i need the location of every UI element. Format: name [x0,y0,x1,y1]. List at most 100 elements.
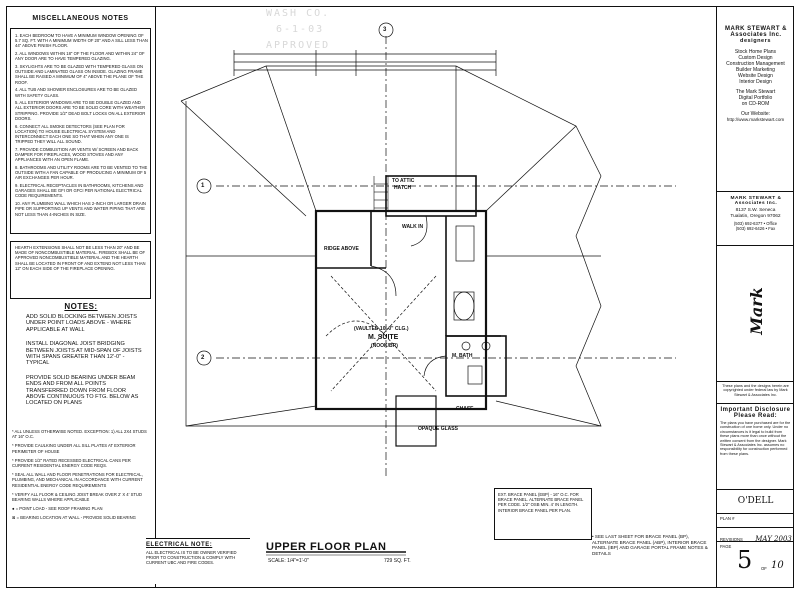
brace-panel-box: EXT. BRACE PANEL (EBP) - 16" O.C. FOR BR… [494,488,592,540]
page-of-label: OF [761,566,767,571]
room-suite-floor: (NOOK/BR) [371,343,398,349]
lower-note-item: ● = Point load - see roof framing plan [12,506,103,512]
phone-line: (503) 692-6426 • Fax [735,226,776,232]
service-item: Custom Design [738,55,773,61]
service-item: Interior Design [739,79,772,85]
service-item: Website Design [738,73,773,79]
title-underline [266,551,406,556]
drawing-sheet [6,6,794,588]
grid-bubble-2: 2 [201,355,205,361]
misc-note-item: 9. Electrical receptacles in bathrooms, … [15,183,144,199]
grid-bubble-3: 3 [383,27,387,33]
page-number: 5 [737,546,753,574]
designer-signature: Mark Stewart [747,287,766,335]
note-item: Add solid blocking between joists under … [26,314,137,333]
lower-note-item: * Provide caulking under all sill plates… [12,443,136,454]
grid-bubble-1: 1 [201,183,205,189]
notes-list: Add solid blocking between joists under … [26,314,146,415]
copyright-block: These plans and the designs herein are c… [717,382,794,404]
plan-number-label: PLAN # [720,516,735,521]
showcase-line: Digital Portfolio [738,95,773,101]
plan-title: UPPER FLOOR PLAN [266,541,387,553]
misc-notes-list: 1. Each bedroom to have a minimum window… [15,33,148,219]
company-designers: designers [740,38,771,44]
exterior-wall [314,209,488,411]
service-item: Stock Home Plans [734,49,777,55]
electrical-note-title: ELECTRICAL NOTE: [146,542,213,548]
room-opaque-glass: OPAQUE GLASS [418,426,458,432]
website-link[interactable]: http://www.markstewart.com [726,117,785,122]
disclosure-text: The plans you have purchased are for the… [720,421,791,456]
plan-number-block: PLAN # [717,514,794,528]
misc-notes-box: MISCELLANEOUS NOTES 1. Each bedroom to h… [10,15,151,234]
notes-title: NOTES: [64,302,98,311]
address-block: MARK STEWART & Associates Inc. 8137 S.W.… [717,192,794,246]
brace-panel-text: EXT. BRACE PANEL (EBP) - 16" O.C. FOR BR… [498,492,584,513]
page-total: 10 [771,560,784,571]
revisions-label: REVISIONS [720,537,743,542]
hearth-note-box: Hearth extensions shall not be less than… [10,241,151,299]
disclosure-block: Important Disclosure Please Read: The pl… [717,404,794,490]
project-name: O'DELL [737,496,774,506]
project-block: O'DELL [717,490,794,514]
service-item: Construction Management [726,61,785,67]
lower-note-item: * Seal all wall and floor penetrations f… [12,472,143,488]
room-suite-ceiling: (VAULTED 10'-0" CLG.) [354,326,409,332]
lower-notes-list: * All unless otherwise noted. Exception:… [12,429,150,525]
page-block: PAGE 5 OF 10 [717,542,794,588]
misc-note-item: 10. Any plumbing wall which has 2-inch o… [15,201,146,217]
page-label: PAGE [720,544,732,549]
plan-area: 729 SQ. FT. [384,558,411,564]
misc-notes-title: MISCELLANEOUS NOTES [32,15,129,22]
showcase-line: The Mark Stewart [735,89,776,95]
room-chase: CHASE [456,406,474,412]
address-line: 8137 S.W. Seneca [735,208,776,213]
phone-line: (503) 692-6377 • Office [733,221,778,227]
floor-plan-drawing [180,22,676,556]
lower-note-item: * All unless otherwise noted. Exception:… [12,429,147,440]
address-line: Tualatin, Oregon 97062 [730,213,781,219]
electrical-note-box: ELECTRICAL NOTE: All electrical is to be… [146,538,250,584]
bathtub [453,291,475,321]
approval-stamp-line2: 6-1-03 [276,24,325,35]
lower-note-item: * Verify all floor & ceiling joist break… [12,491,142,503]
floor-plan-area: WASH CO. 6-1-03 APPROVED [146,6,716,588]
revisions-block: REVISIONS MAY 2003 [717,528,794,543]
shower [455,225,475,262]
company-name: MARK STEWART & Associates Inc. [725,26,787,38]
service-item: Builder Marketing [736,67,775,73]
misc-note-item: 4. All tub and shower enclosures are to … [15,87,138,98]
roof-outline [180,65,602,427]
misc-note-item: 6. Connect all smoke detectors (see plan… [15,123,129,145]
electrical-note-text: All electrical is to be owner verified p… [146,550,237,566]
misc-note-item: 7. Provide combustion air vents w/ scree… [15,146,139,163]
disclosure-title: Important Disclosure Please Read: [720,407,791,419]
showcase-line: on CD-ROM [741,101,770,107]
room-suite-name: M. SUITE [368,334,399,341]
brace-legend: • SEE LAST SHEET FOR BRACE PANEL (BP), A… [592,534,708,556]
revision-date: MAY 2003 [755,535,792,543]
room-bath: M. BATH [452,353,473,359]
room-closet: WALK IN [402,224,424,230]
hearth-note: Hearth extensions shall not be less than… [15,245,146,271]
copyright-text: These plans and the designs herein are c… [722,384,789,397]
company-block: MARK STEWART & Associates Inc. designers… [717,6,794,192]
notes-column: MISCELLANEOUS NOTES 1. Each bedroom to h… [6,6,156,588]
misc-note-item: 1. Each bedroom to have a minimum window… [15,33,148,49]
stairs [373,176,389,211]
misc-note-item: 2. All windows within 18" of the floor a… [15,51,145,62]
misc-note-item: 3. Skylights are to be glazed with tempe… [15,64,144,85]
note-item: Provide solid bearing under beam ends an… [26,374,139,407]
misc-note-item: 8. Bathrooms and utility rooms are to be… [15,164,148,181]
approval-stamp-line3: APPROVED [266,40,331,51]
notes-box: Add solid blocking between joists under … [10,314,151,422]
signature-block: Mark Stewart [717,246,794,382]
ridge-label: RIDGE ABOVE [324,246,359,252]
misc-note-item: 5. All exterior windows are to be double… [15,100,146,121]
note-item: Install diagonal joist bridging between … [26,341,142,367]
address-company: MARK STEWART & Associates Inc. [730,196,782,206]
website-label: Our Website: [740,111,771,117]
